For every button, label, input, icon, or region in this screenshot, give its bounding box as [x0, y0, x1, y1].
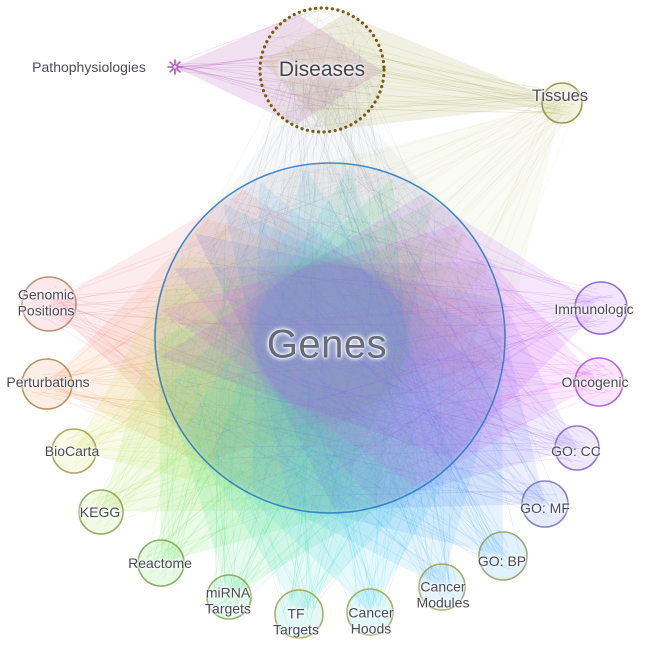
- edges-go_mf-genes: [173, 172, 561, 521]
- node-pathophysiologies: [167, 59, 183, 75]
- node-biocarta: [51, 428, 97, 474]
- edges-reactome-genes: [144, 177, 488, 580]
- edges-tissues-genes: [175, 90, 575, 486]
- node-diseases: [258, 6, 386, 134]
- node-go_bp: [478, 531, 528, 581]
- edges-oncogenic-genes: [160, 178, 615, 493]
- node-kegg: [78, 489, 124, 535]
- edges-tf_targets-genes: [184, 167, 488, 627]
- node-genes: [154, 162, 506, 514]
- node-cancer_modules: [418, 563, 466, 611]
- node-genomic_positions: [21, 276, 77, 332]
- edges-cancer_hoods-genes: [200, 168, 488, 629]
- edges-perturbations-genes: [28, 192, 500, 495]
- node-oncogenic: [574, 357, 624, 407]
- edges-go_bp-genes: [170, 188, 520, 571]
- node-reactome: [137, 539, 185, 587]
- node-mirna_targets: [206, 574, 252, 620]
- node-go_cc: [554, 425, 600, 471]
- node-cancer_hoods: [346, 588, 394, 636]
- edges-mirna_targets-genes: [165, 178, 488, 614]
- edges-pathophysiologies-diseases: [170, 13, 383, 125]
- edges-genomic_positions-genes: [31, 181, 501, 493]
- node-tissues: [541, 82, 583, 124]
- node-tf_targets: [274, 589, 324, 639]
- edges-cancer_modules-genes: [170, 172, 496, 597]
- edges-immunologic-genes: [159, 187, 616, 486]
- node-perturbations: [21, 358, 73, 410]
- edges-diseases-genes: [162, 31, 481, 510]
- node-immunologic: [574, 281, 628, 335]
- edges-tissues-diseases: [261, 13, 577, 131]
- edges-kegg-genes: [86, 187, 483, 527]
- edges-biocarta-genes: [60, 195, 487, 505]
- edges-go_cc-genes: [173, 229, 593, 504]
- node-go_mf: [521, 480, 569, 528]
